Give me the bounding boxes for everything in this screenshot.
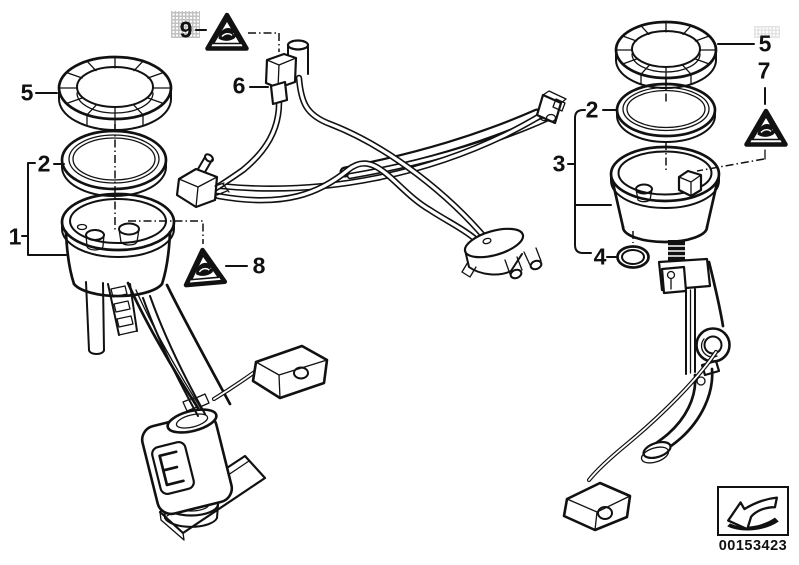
sensor-pot-drawing (609, 145, 721, 244)
sensor-arm-drawing (640, 240, 731, 464)
warning-triangle-icon (183, 247, 228, 288)
part-label-7: 7 (757, 57, 771, 84)
warning-triangle-icon (205, 12, 249, 51)
left-float-drawing (211, 344, 329, 402)
right-float-drawing (562, 349, 719, 532)
right-centerline (632, 78, 667, 243)
hatch-mark (171, 11, 200, 38)
part-label-2-left: 2 (37, 150, 51, 177)
callout-leader-lines (21, 29, 766, 267)
pump-bracket-drawing (85, 281, 232, 417)
hatch-mark-small (754, 26, 780, 38)
part-label-5-right: 5 (758, 30, 772, 57)
part-label-8: 8 (252, 252, 266, 279)
part-label-2-right: 2 (585, 96, 599, 123)
part-label-6: 6 (232, 72, 246, 99)
sender-cup-drawing (60, 192, 176, 298)
left-locking-ring-drawing (57, 55, 173, 131)
bracket-3 (567, 109, 612, 254)
part-label-5-left: 5 (20, 79, 34, 106)
part-label-3: 3 (552, 150, 566, 177)
right-sensor-assembly-drawing (562, 20, 731, 532)
hose-nozzle-drawing (175, 153, 230, 209)
hose-canister-drawing (461, 227, 543, 280)
hose-connector-drawing (264, 39, 310, 106)
part-label-9: 9 (179, 16, 193, 43)
right-sealing-ring-drawing (615, 82, 717, 143)
pump-canister-drawing (140, 408, 234, 516)
bracket-1 (21, 162, 67, 256)
part-label-1: 1 (8, 223, 22, 250)
tube-end-cap-drawing (535, 90, 567, 125)
warning-triangle-icon (744, 108, 788, 147)
left-sealing-ring-drawing (60, 129, 168, 197)
o-ring-drawing (616, 245, 650, 269)
part-label-4: 4 (593, 243, 607, 270)
right-locking-ring-drawing (614, 20, 718, 89)
stamp-code: 00153423 (718, 538, 788, 554)
stamp-box (717, 486, 789, 536)
leader-9-dashdot (248, 32, 280, 52)
leader-7-dashdot (696, 158, 765, 172)
arrow-down-left-icon (727, 496, 779, 531)
hose-assembly-drawing (175, 39, 567, 280)
left-pump-assembly-drawing (57, 55, 329, 541)
